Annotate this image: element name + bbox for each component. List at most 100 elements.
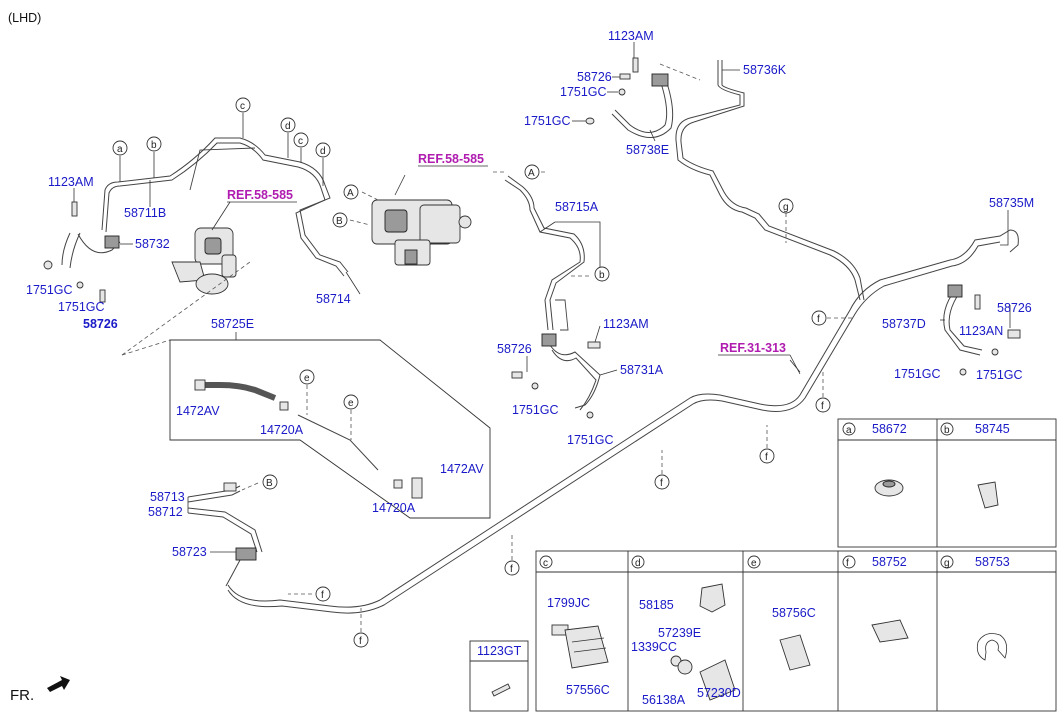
svg-text:B: B [266,478,273,489]
clip-e-icon [779,634,811,671]
washer-1751GC-top2 [585,117,595,125]
label-58731A: 58731A [620,363,664,377]
table-part-58185: 58185 [639,598,674,612]
svg-text:f: f [321,590,324,601]
label-1123AM: 1123AM [603,317,649,331]
part-labels: 1123AM 58726 1751GC 58736K 1751GC 58738E… [26,29,1034,559]
clamp-1472AV-a [194,379,206,391]
label-1751GC: 1751GC [976,368,1023,382]
svg-text:B: B [336,216,343,227]
detail-box-58725E [169,339,491,519]
bolt-58726-left [99,289,106,303]
bolt-58726-top [619,73,631,80]
table-part-58672: 58672 [872,422,907,436]
svg-text:d: d [285,121,291,132]
label-58726: 58726 [497,342,532,356]
table-part-58753: 58753 [975,555,1010,569]
label-58726: 58726 [577,70,612,84]
parts-table-top: a 58672 b 58745 [837,418,1057,548]
washer-1751GC-right2 [991,348,999,356]
pipe-58723 [225,559,241,587]
washer-1751GC-mid1 [531,382,539,390]
svg-text:a: a [846,425,852,436]
variant-label: (LHD) [8,11,41,25]
svg-text:f: f [821,401,824,412]
bolt-58726-right [1007,329,1021,339]
clamp-14720A-b [393,479,403,489]
svg-text:b: b [944,425,950,436]
bracket-plate-icon [699,659,736,701]
table-part-58752: 58752 [872,555,907,569]
label-1751GC: 1751GC [26,283,73,297]
svg-text:e: e [751,558,757,569]
label-58726: 58726 [997,301,1032,315]
grommet-d-icon [677,659,693,675]
bolt-icon [491,683,511,697]
bolt-1123AM-top [632,57,639,73]
table-part-1123GT: 1123GT [477,644,522,658]
svg-text:f: f [359,636,362,647]
ref-label-b[interactable]: REF.58-585 [227,188,293,202]
hose-58738E-b [611,79,674,138]
label-58712: 58712 [148,505,183,519]
middle-pipe-loop [555,299,569,331]
front-arrow-icon [47,676,70,692]
label-58723: 58723 [172,545,207,559]
svg-text:f: f [817,314,820,325]
fitting-58713 [223,482,237,492]
washer-1751GC-left2 [76,281,84,289]
parts-table-bottom: c d e f 58752 g 58753 1799JC 57556C 5818… [535,550,1057,712]
pipe-58712-b [187,512,258,553]
label-1751GC: 1751GC [567,433,614,447]
svg-text:d: d [320,146,326,157]
svg-text:b: b [151,140,157,151]
hose-58732-c [77,233,121,254]
svg-text:c: c [240,101,245,112]
label-58715A: 58715A [555,200,599,214]
detail-leader-1 [121,261,251,356]
svg-text:A: A [528,168,535,179]
table-part-57239E: 57239E [658,626,701,640]
label-1751GC: 1751GC [512,403,559,417]
pipe-clip-icon [564,625,609,669]
svg-text:b: b [599,270,605,281]
label-58736K: 58736K [743,63,787,77]
label-58732: 58732 [135,237,170,251]
label-58738E: 58738E [626,143,669,157]
hydraulic-unit-center [371,199,472,266]
hose-58738E [614,79,668,133]
clip-icon [977,481,999,509]
svg-text:e: e [304,373,310,384]
table-part-58756C: 58756C [772,606,816,620]
table-part-57556C: 57556C [566,683,610,697]
clip-g-icon [976,633,1008,661]
washer-1751GC-right1 [959,368,967,376]
part-box-1123GT: 1123GT [469,640,529,712]
label-1751GC: 1751GC [894,367,941,381]
pipe-58712 [187,507,263,553]
svg-text:a: a [117,144,123,155]
ref-label-c[interactable]: REF.31-313 [720,341,786,355]
table-part-1339CC: 1339CC [631,640,677,654]
front-direction-label: FR. [10,687,34,704]
upper-brake-pipe [675,60,861,301]
label-1472AV: 1472AV [440,462,484,476]
label-14720A: 14720A [372,501,416,515]
label-1751GC: 1751GC [58,300,105,314]
bolt-58726-mid [511,371,523,379]
bracket-58731A [541,333,557,347]
clip-f-icon [871,619,909,643]
washer-1751GC-mid2 [586,411,594,419]
svg-text:d: d [635,558,641,569]
leader-lines [73,42,1011,553]
bolt-1123AN [974,294,981,310]
ref-label-a[interactable]: REF.58-585 [418,152,484,166]
label-1751GC: 1751GC [560,85,607,99]
label-58726: 58726 [83,317,118,331]
joint-58723 [235,547,257,561]
hose-58732-a [61,232,71,266]
pipe-58713-b [187,490,241,503]
svg-text:c: c [543,558,548,569]
washer-1751GC-left1 [43,260,53,270]
